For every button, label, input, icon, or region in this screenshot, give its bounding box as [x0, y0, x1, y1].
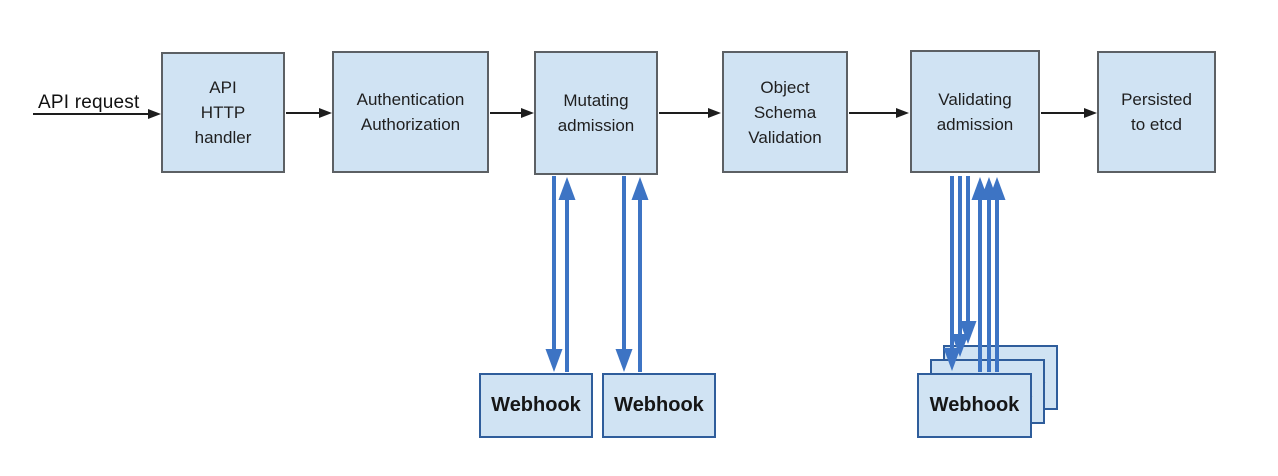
stage-label-line: admission: [557, 116, 635, 135]
stage-label-line: Mutating: [563, 91, 629, 110]
webhook-label: Webhook: [491, 394, 581, 416]
flow-arrow: [286, 108, 332, 118]
webhook-call-arrow-down: [615, 176, 633, 372]
stage-label-line: to etcd: [1130, 115, 1183, 134]
stage-label-line: API: [209, 78, 237, 97]
stage-label-line: handler: [194, 128, 252, 147]
webhook-response-arrow-up: [558, 177, 576, 372]
stage-label-line: Authorization: [360, 115, 461, 134]
flow-arrow: [659, 108, 721, 118]
flow-arrow: [849, 108, 909, 118]
stage-label-line: Authentication: [356, 90, 465, 109]
api-request-label: API request: [38, 92, 140, 113]
stage-validating-admission: Validating admission: [910, 50, 1040, 173]
stage-label-line: Object: [760, 77, 810, 97]
stage-persisted-to-etcd: Persisted to etcd: [1097, 51, 1216, 173]
webhook-call-arrow-down: [959, 176, 977, 344]
stage-mutating-admission: Mutating admission: [534, 51, 658, 175]
webhook-call-arrow-down: [943, 176, 961, 371]
mutating-webhook-2: Webhook: [602, 373, 716, 438]
webhook-call-arrow-down: [951, 176, 969, 357]
webhook-response-arrow-up: [971, 177, 989, 372]
webhook-label: Webhook: [929, 394, 1020, 416]
flow-arrow: [1041, 108, 1097, 118]
flow-arrow: [490, 108, 534, 118]
stage-label-line: Persisted: [1121, 90, 1192, 109]
webhook-response-arrow-up: [980, 177, 998, 372]
webhook-response-arrow-up: [631, 177, 649, 372]
webhook-label: Webhook: [614, 394, 704, 416]
validating-webhook-1: Webhook: [917, 373, 1032, 438]
stage-api-http-handler: API HTTP handler: [161, 52, 285, 173]
stage-label-line: Validation: [748, 127, 822, 147]
stage-label-line: Schema: [753, 102, 817, 122]
stage-object-schema-validation: Object Schema Validation: [722, 51, 848, 173]
stage-label-line: Validating: [938, 89, 1012, 109]
mutating-webhook-1: Webhook: [479, 373, 593, 438]
stage-label-line: HTTP: [200, 103, 246, 122]
webhook-response-arrow-up: [988, 177, 1006, 372]
webhook-call-arrow-down: [545, 176, 563, 372]
stage-label-line: admission: [936, 114, 1014, 134]
stage-authentication-authorization: Authentication Authorization: [332, 51, 489, 173]
